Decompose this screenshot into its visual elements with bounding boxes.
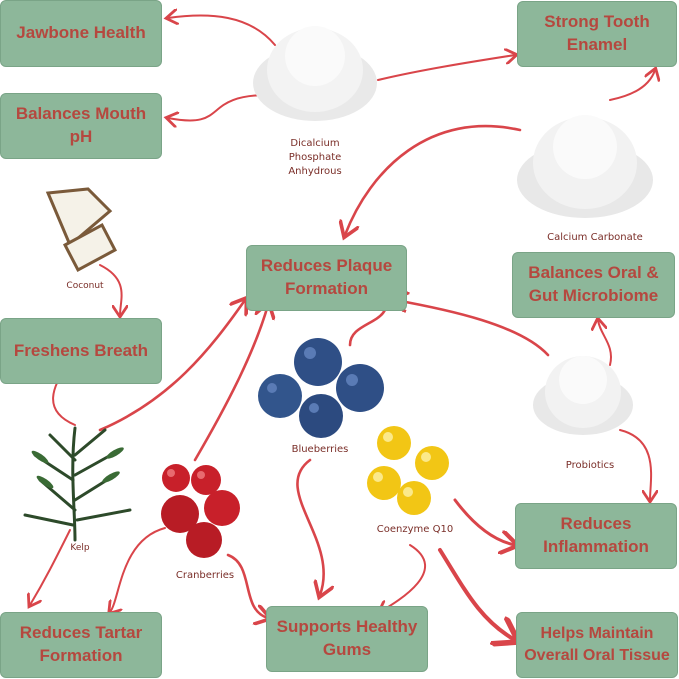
ingredient-label-coconut: Coconut (66, 281, 104, 291)
cranberries-image (161, 464, 240, 558)
arrow-coconut-breath (99, 264, 122, 315)
arrow-probiotics-microbiome (598, 320, 612, 366)
arrow-kelp-tartar (30, 529, 71, 605)
ingredient-label-probiotics: Probiotics (565, 460, 615, 471)
ingredient-label-blueberries: Blueberries (291, 444, 349, 455)
arrow-probiotics-inflammation (619, 429, 651, 500)
arrow-dicalcium-ph (168, 94, 269, 121)
probiotics-powder-image (533, 356, 633, 435)
arrow-coenzyme-inflammation (453, 498, 515, 545)
arrow-probiotics-plaque (395, 300, 550, 357)
arrow-cranberry-tartar (110, 527, 166, 612)
benefit-balances-mouth-ph: Balances Mouth pH (0, 93, 162, 159)
benefit-label: Balances Oral & Gut Microbiome (528, 263, 659, 305)
benefit-reduces-inflammation: Reduces Inflammation (515, 503, 677, 569)
benefit-reduces-plaque: Reduces Plaque Formation (246, 245, 407, 311)
ingredient-label-kelp: Kelp (70, 543, 90, 553)
arrow-coenzyme-gums (380, 544, 426, 612)
benefit-label: Supports Healthy Gums (276, 617, 418, 659)
benefit-strong-tooth-enamel: Strong Tooth Enamel (517, 1, 677, 67)
arrow-coenzyme-tissue (438, 548, 515, 640)
arrow-cranberry-plaque (193, 305, 268, 462)
benefit-supports-healthy-gums: Supports Healthy Gums (266, 606, 428, 672)
arrow-dicalcium-enamel (377, 55, 515, 81)
benefit-oral-tissue: Helps Maintain Overall Oral Tissue (516, 612, 678, 678)
kelp-image (23, 426, 132, 542)
arrow-dicalcium-jawbone (168, 15, 276, 46)
dicalcium-powder-image (253, 26, 377, 121)
arrow-kelp-plaque (98, 300, 245, 432)
ingredient-label-calcium-carbonate: Calcium Carbonate (547, 232, 643, 243)
benefit-reduces-tartar: Reduces Tartar Formation (0, 612, 162, 678)
benefit-oral-gut-microbiome: Balances Oral & Gut Microbiome (512, 252, 675, 318)
benefit-label: Balances Mouth pH (15, 104, 147, 146)
arrow-cranberry-gums (226, 553, 268, 618)
benefit-label: Reduces Plaque Formation (260, 256, 393, 298)
coconut-image (45, 187, 118, 273)
coenzyme-q10-softgels-image (367, 426, 449, 515)
benefit-jawbone-health: Jawbone Health (0, 0, 162, 67)
benefit-label: Freshens Breath (13, 340, 149, 360)
blueberries-image (258, 338, 384, 438)
arrow-blueberries-gums (296, 458, 323, 595)
arrow-calcium-plaque (345, 124, 522, 235)
benefit-freshens-breath: Freshens Breath (0, 318, 162, 384)
benefit-label: Reduces Inflammation (543, 514, 649, 556)
ingredient-label-dicalcium: Dicalcium Phosphate Anhydrous (288, 138, 342, 177)
ingredient-label-cranberries: Cranberries (175, 570, 235, 581)
calcium-carbonate-powder-image (517, 115, 653, 218)
arrow-calcium-enamel (609, 70, 655, 101)
benefit-label: Strong Tooth Enamel (544, 12, 650, 54)
benefit-label: Reduces Tartar Formation (19, 623, 143, 665)
ingredient-label-coenzyme: Coenzyme Q10 (376, 524, 454, 535)
benefit-label: Helps Maintain Overall Oral Tissue (524, 625, 670, 664)
benefit-label: Jawbone Health (16, 23, 146, 43)
